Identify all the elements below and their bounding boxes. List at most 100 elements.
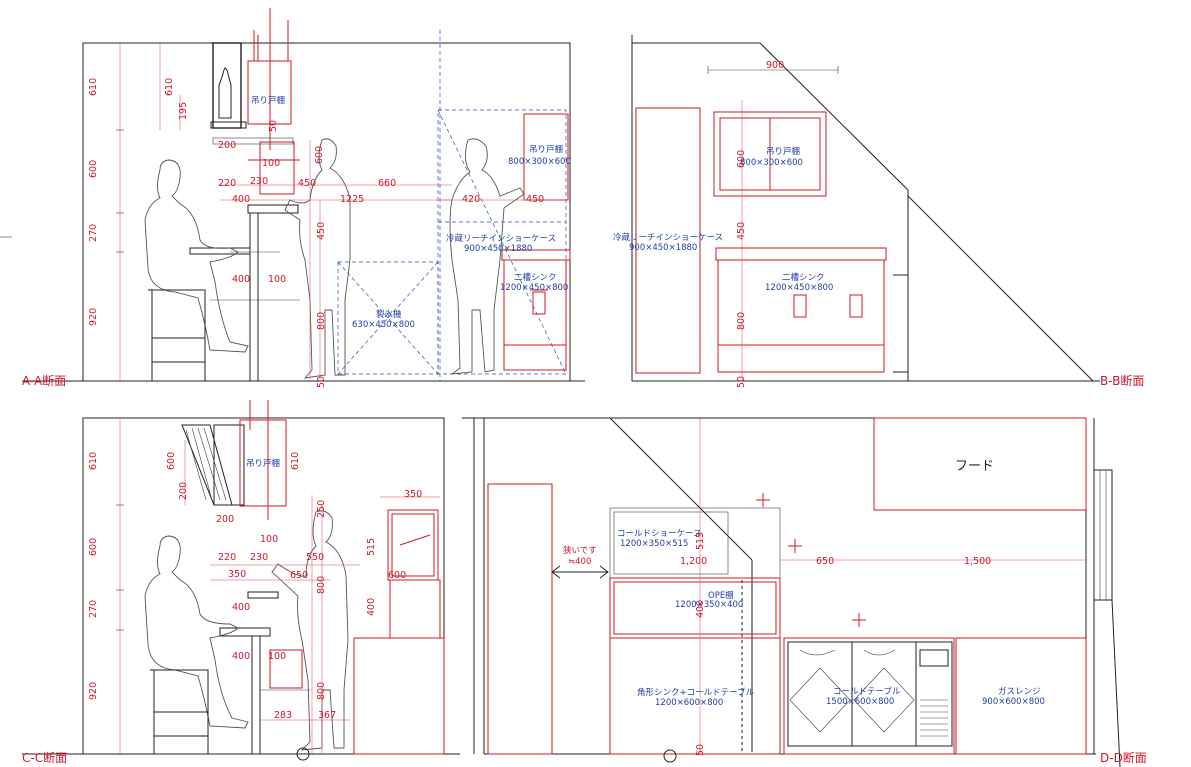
section-bb-label: B-B断面 [1100,373,1144,388]
aa-dim-450c: 450 [316,222,327,240]
cc-dim-350b: 350 [404,489,422,500]
aa-dim-200: 200 [218,140,236,151]
bb-dim-450: 450 [736,222,747,240]
bb-nisou: 二槽シンク [782,272,825,283]
cc-dim-400b: 400 [232,651,250,662]
aa-dim-195: 195 [178,102,189,120]
cc-frame [82,417,445,755]
cc-dim-283: 283 [274,710,292,721]
cc-dim-610: 610 [88,452,99,470]
bb-dim-50: 50 [736,376,747,388]
cc-dim-600b: 600 [88,538,99,556]
aa-dim-420: 420 [462,194,480,205]
aa-seihyo-size: 630×450×800 [352,320,415,330]
aa-dim-50top: 50 [268,120,279,132]
dd-dim-1500: 1,500 [964,556,991,567]
cc-tsuridana [239,419,287,507]
bb-tsuridana-size: 800×300×600 [740,158,803,168]
cc-dim-220: 220 [218,552,236,563]
cc-dim-250: 250 [316,500,327,518]
aa-dim-100b: 100 [268,274,286,285]
dd-cold-table [783,637,955,755]
aa-dim-400b: 400 [232,274,250,285]
dd-hood-label: フード [955,459,994,474]
cc-dim-400c: 400 [366,598,377,616]
bb-reizou: 冷蔵リーチインショーケース [613,232,723,243]
aa-tsuridana-label: 吊り戸棚 [251,95,285,106]
dd-ope: OPE棚 [708,590,734,601]
dd-gas [955,637,1087,755]
dd-gas: ガスレンジ [998,686,1041,697]
aa-sink [503,259,567,371]
aa-dim-660: 660 [378,178,396,189]
aa-reizou: 冷蔵リーチインショーケース [446,233,556,244]
dd-dim-50: 50 [695,744,706,756]
dd-kakugata-size: 1200×600×800 [655,698,723,708]
dd-kakugata [609,637,781,755]
aa-frame [82,42,571,382]
cc-dim-230: 230 [250,552,268,563]
section-aa [0,8,585,382]
cc-tsuridana: 吊り戸棚 [246,458,280,469]
aa-dim-610: 610 [88,78,99,96]
aa-dim-400: 400 [232,194,250,205]
cc-dim-650: 650 [290,570,308,581]
dd-dim-515: 515 [695,532,706,550]
aa-dim-600b: 600 [314,146,325,164]
cc-dim-800b: 800 [316,682,327,700]
cc-dim-610b: 610 [290,452,301,470]
dd-semai-val: ≒400 [568,557,591,567]
cc-dim-367: 367 [318,710,336,721]
dd-dim-650: 650 [816,556,834,567]
aa-dim-220: 220 [218,178,236,189]
cc-dim-100b: 100 [268,651,286,662]
dd-cold-show-size: 1200×350×515 [620,539,688,549]
bb-tsuridana: 吊り戸棚 [766,146,800,157]
cc-dim-100: 100 [260,534,278,545]
aa-seihyo: 製氷機 [376,309,402,320]
aa-dim-920: 920 [88,308,99,326]
aa-dim-1225: 1225 [340,194,364,205]
dd-reizou [487,483,553,755]
aa-dim-800: 800 [316,312,327,330]
section-cc-label: C-C断面 [22,750,67,765]
aa-dim-450: 450 [298,178,316,189]
bb-sink [717,259,885,373]
cc-dim-800: 800 [316,576,327,594]
dd-hood [873,417,1087,511]
cc-dim-400: 400 [232,602,250,613]
aa-dim-50: 50 [316,376,327,388]
section-cc [22,400,460,761]
dd-cold-table-size: 1500×600×800 [826,697,894,707]
cc-dim-600c: 600 [388,570,406,581]
bb-dim-800: 800 [736,312,747,330]
aa-reizou-size: 900×450×1880 [464,244,532,254]
bb-reizou [635,107,701,374]
bb-tsuridana [713,111,827,197]
cc-dim-270: 270 [88,600,99,618]
section-bb [631,35,1100,382]
dd-dim-400: 400 [695,600,706,618]
cc-dim-515: 515 [366,538,377,556]
cc-dim-200b: 200 [216,514,234,525]
aa-tsuridana-size: 800×300×600 [508,157,571,167]
bb-reizou-size: 900×450×1880 [629,243,697,253]
dd-semai: 狭いです [563,545,597,556]
aa-tsuridana-r: 吊り戸棚 [529,144,563,155]
dd-cold-table: コールドテーブル [833,686,901,697]
aa-nisou-size: 1200×450×800 [500,283,568,293]
aa-nisou: 二槽シンク [514,272,557,283]
cc-dim-350: 350 [228,569,246,580]
aa-dim-450b: 450 [526,194,544,205]
dd-gas-size: 900×600×800 [982,697,1045,707]
dd-kakugata: 角形シンク+コールドテーブル [637,687,755,698]
cc-dim-600: 600 [166,452,177,470]
aa-dim-100: 100 [262,158,280,169]
aa-dim-600: 600 [88,160,99,178]
section-dd [462,417,1121,767]
section-aa-label: A-A断面 [22,373,66,388]
aa-dim-610b: 610 [164,78,175,96]
bb-dim-600: 600 [736,150,747,168]
dd-dim-1200: 1,200 [680,556,707,567]
